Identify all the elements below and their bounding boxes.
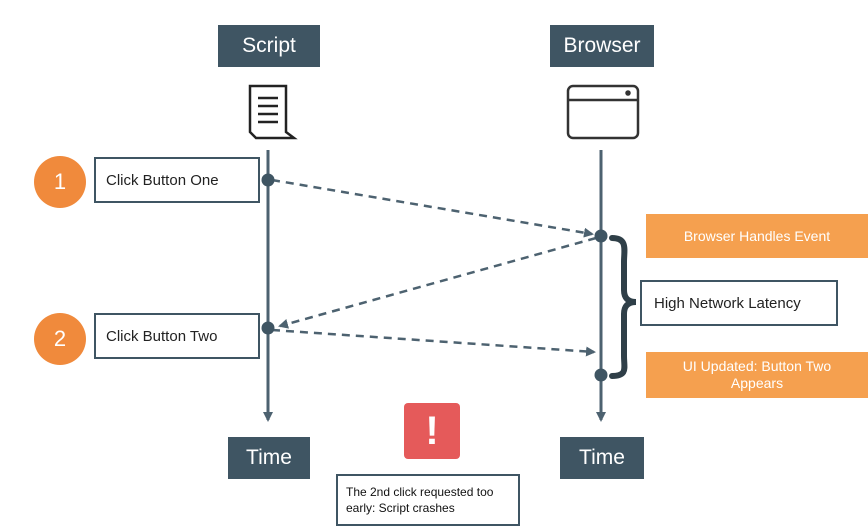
message-click-two — [271, 328, 596, 357]
browser-lane-header: Browser — [550, 25, 654, 67]
browser-window-icon — [566, 84, 640, 140]
latency-brace — [609, 235, 637, 379]
high-network-latency-label: High Network Latency — [654, 294, 801, 312]
ui-updated-label: UI Updated: Button Two Appears — [682, 358, 832, 391]
click-button-one-label: Click Button One — [106, 171, 219, 189]
click-button-one-box: Click Button One — [94, 157, 260, 203]
ui-updated-box: UI Updated: Button Two Appears — [646, 352, 868, 398]
script-time-label: Time — [246, 446, 292, 469]
browser-dot-updated — [594, 368, 608, 382]
high-network-latency-box: High Network Latency — [640, 280, 838, 326]
browser-dot-event — [594, 229, 608, 243]
browser-handles-event-box: Browser Handles Event — [646, 214, 868, 258]
scroll-icon — [248, 84, 298, 140]
click-button-two-box: Click Button Two — [94, 313, 260, 359]
step-two-badge: 2 — [34, 313, 86, 365]
step-two-number: 2 — [53, 326, 67, 351]
script-lane-label: Script — [242, 34, 296, 57]
script-lane-header: Script — [218, 25, 320, 67]
warning-message-box: The 2nd click requested too early: Scrip… — [336, 474, 520, 526]
browser-lane-label: Browser — [563, 34, 641, 57]
exclamation-icon: ! — [404, 403, 460, 459]
step-one-badge: 1 — [34, 156, 86, 208]
click-button-two-label: Click Button Two — [106, 327, 218, 345]
browser-time-box: Time — [560, 437, 644, 479]
message-response — [278, 236, 597, 329]
browser-handles-event-label: Browser Handles Event — [683, 227, 831, 244]
browser-time-label: Time — [579, 446, 625, 469]
script-time-box: Time — [228, 437, 310, 479]
script-dot-one — [261, 173, 275, 187]
warning-message-label: The 2nd click requested too early: Scrip… — [346, 485, 494, 515]
step-one-number: 1 — [53, 169, 67, 194]
message-click-one — [271, 178, 594, 238]
warning-icon-glyph: ! — [425, 408, 439, 453]
script-dot-two — [261, 321, 275, 335]
